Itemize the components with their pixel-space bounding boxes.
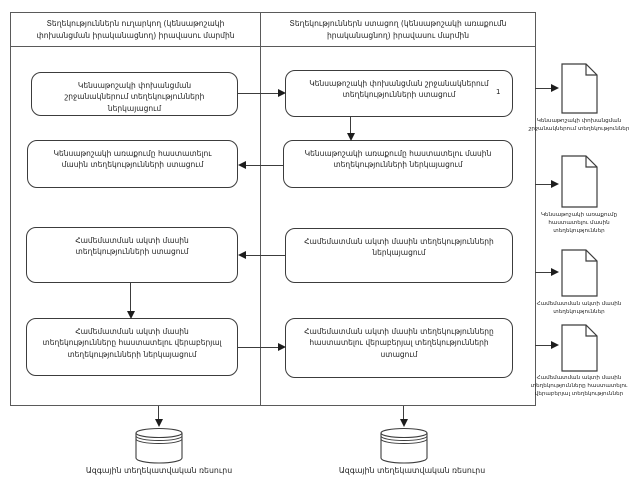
process-box-r1: Կենսաթոշակի փոխանցման շրջանակներում տեղե… [285,70,513,117]
arrow-line-doc1 [535,88,552,89]
database-icon [379,427,429,465]
document-icon [561,63,598,114]
arrowhead-right-icon [278,89,286,97]
arrow-line-doc3 [535,272,552,273]
document-label: Կենսաթոշակի փոխանցման շրջանակներում տեղե… [528,118,630,133]
arrowhead-left-icon [238,251,246,259]
document-icon [561,324,598,372]
database-label-left: Ազգային տեղեկատվական ռեսուրս [85,466,233,475]
process-box-l3: Համեմատման ակտի մասին տեղեկությունների ս… [26,227,238,283]
lane-right-title: Տեղեկություններն ստացող (կենսաթոշակի առա… [261,13,535,47]
arrow-line-r2-l2 [244,165,283,166]
process-box-r3: Համեմատման ակտի մասին տեղեկությունների ն… [285,228,513,283]
process-box-l4: Համեմատման ակտի մասին տեղեկությունները հ… [26,318,238,376]
lane-left-title: Տեղեկություններն ուղարկող (կենսաթոշակի փ… [11,13,260,47]
arrow-line-l3-l4 [130,283,131,312]
process-box-l1: Կենսաթոշակի փոխանցման շրջանակներում տեղե… [31,72,238,116]
arrowhead-right-icon [551,341,559,349]
arrowhead-left-icon [238,161,246,169]
arrow-line-doc4 [535,345,552,346]
document-label: Համեմատման ակտի մասին տեղեկություններ [536,301,622,316]
arrow-line-l4-r4 [238,347,279,348]
process-box-l2: Կենսաթոշակի առաքումը հաստատելու մասին տե… [27,140,238,188]
arrow-line-l1-r1 [238,93,279,94]
arrow-line-r3-l3 [244,255,285,256]
arrowhead-right-icon [278,343,286,351]
document-label: Կենսաթոշակի առաքումը հաստատելու մասին տե… [540,212,618,235]
arrowhead-right-icon [551,268,559,276]
arrowhead-down-icon [400,419,408,427]
arrow-line-r1-r2 [350,116,351,134]
arrowhead-right-icon [551,84,559,92]
arrowhead-right-icon [551,180,559,188]
footnote-marker: 1 [496,88,501,96]
document-icon [561,249,598,297]
database-icon [134,427,184,465]
arrow-line-doc2 [535,184,552,185]
arrow-line-db-right [403,406,404,420]
document-label: Համեմատման ակտի մասին տեղեկությունները հ… [530,375,628,398]
arrow-line-db-left [158,406,159,420]
arrowhead-down-icon [347,133,355,141]
arrowhead-down-icon [127,311,135,319]
arrowhead-down-icon [155,419,163,427]
process-box-r2: Կենսաթոշակի առաքումը հաստատելու մասին տե… [283,140,513,188]
process-box-r4: Համեմատման ակտի մասին տեղեկությունները հ… [285,318,513,378]
document-icon [561,155,598,208]
database-label-right: Ազգային տեղեկատվական ռեսուրս [338,466,486,475]
